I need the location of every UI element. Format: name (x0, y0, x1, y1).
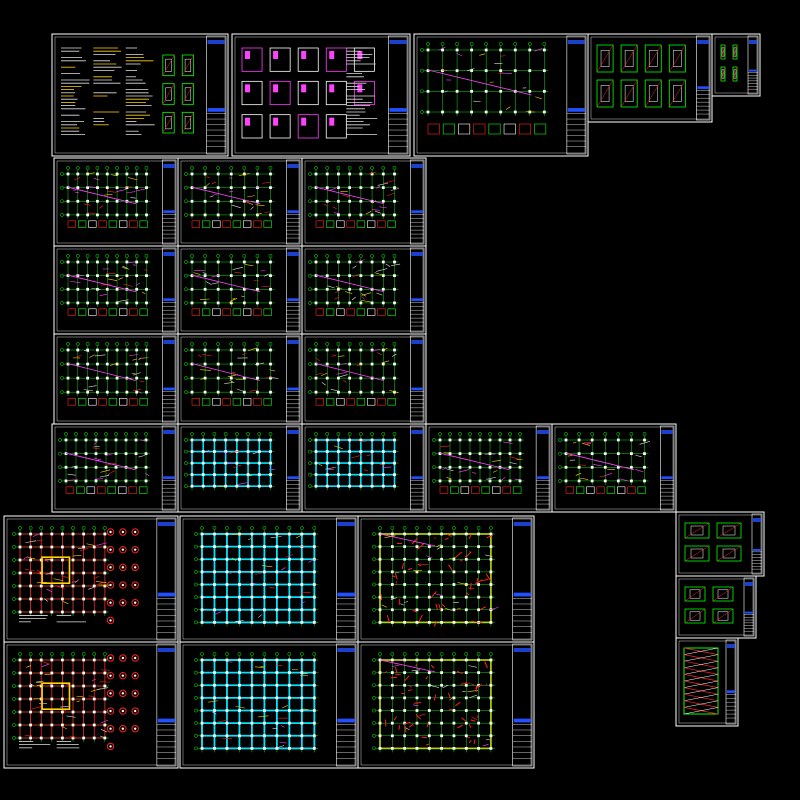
drawing-sheet[interactable] (177, 157, 303, 247)
sheet-border (177, 157, 303, 247)
sheet-border (357, 641, 535, 769)
sheet-border (675, 575, 757, 639)
sheet-border (301, 423, 427, 513)
sheet-border (587, 33, 713, 123)
drawing-sheet[interactable] (3, 515, 179, 643)
sheet-border (3, 641, 179, 769)
sheet-border (177, 333, 303, 425)
sheet-border (675, 637, 739, 727)
drawing-sheet[interactable] (177, 333, 303, 425)
drawing-sheet[interactable] (301, 423, 427, 513)
drawing-sheet[interactable] (177, 423, 303, 513)
drawing-sheet[interactable] (425, 423, 553, 513)
drawing-sheet[interactable] (51, 33, 229, 157)
sheet-border (179, 641, 359, 769)
drawing-sheet[interactable] (53, 157, 179, 247)
drawing-sheet[interactable] (413, 33, 589, 157)
sheet-border (413, 33, 589, 157)
drawing-sheet[interactable] (177, 245, 303, 335)
drawing-sheet[interactable] (301, 333, 427, 425)
drawing-sheet[interactable] (231, 33, 411, 157)
drawing-sheet[interactable] (179, 641, 359, 769)
drawing-sheet[interactable] (179, 515, 359, 643)
sheet-border (301, 157, 427, 247)
sheet-border (51, 33, 229, 157)
drawing-sheet[interactable] (3, 641, 179, 769)
drawing-sheet[interactable] (301, 245, 427, 335)
sheet-border (231, 33, 411, 157)
drawing-sheet[interactable] (357, 641, 535, 769)
sheet-border (675, 511, 765, 577)
sheet-border (301, 333, 427, 425)
drawing-sheet[interactable] (551, 423, 677, 513)
drawing-sheet[interactable] (53, 245, 179, 335)
sheet-border (551, 423, 677, 513)
sheet-border (711, 33, 761, 97)
sheet-border (177, 245, 303, 335)
drawing-sheet[interactable] (53, 333, 179, 425)
sheet-border (3, 515, 179, 643)
drawing-sheet[interactable] (675, 511, 765, 577)
drawing-sheet[interactable] (675, 637, 739, 727)
drawing-sheet[interactable] (51, 423, 179, 513)
drawing-sheet[interactable] (301, 157, 427, 247)
drawing-sheet[interactable] (675, 575, 757, 639)
drawing-sheet[interactable] (711, 33, 761, 97)
drawing-sheet[interactable] (587, 33, 713, 123)
drawing-sheet[interactable] (357, 515, 535, 643)
sheet-border (301, 245, 427, 335)
sheet-border (177, 423, 303, 513)
